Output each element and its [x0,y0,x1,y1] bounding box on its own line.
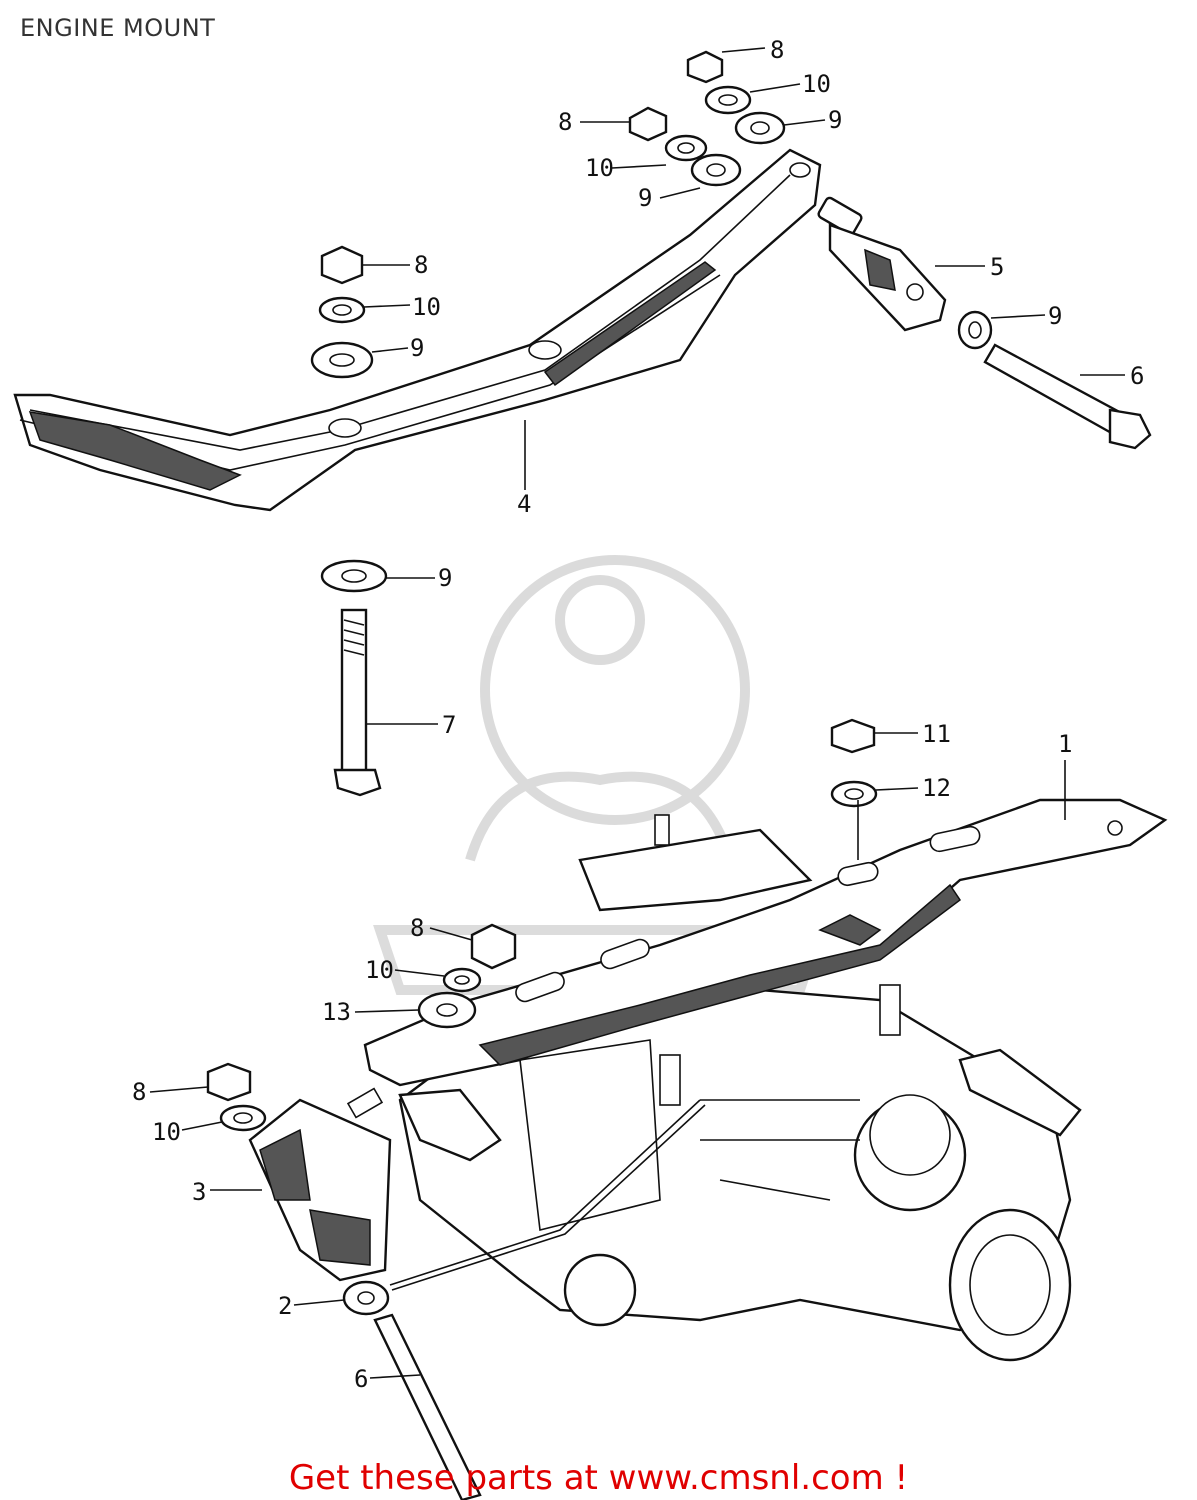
callout-9: 9 [438,564,452,592]
callout-10: 10 [365,956,394,984]
callout-5: 5 [990,253,1004,281]
part-3-rubber-mount [206,1062,706,1500]
callout-10: 10 [412,293,441,321]
callout-12: 12 [922,774,951,802]
callout-8: 8 [414,251,428,279]
watermark-logo [373,555,827,995]
callout-1: 1 [1058,730,1072,758]
lower-bar-fastener-stack [417,923,517,1029]
callout-3: 3 [192,1178,206,1206]
callout-7: 7 [442,711,456,739]
part-1-frame-bar [363,798,1168,1087]
engine-block [398,814,1082,1362]
callout-8: 8 [770,36,784,64]
callout-4: 4 [517,490,531,518]
upper-right-fastener-stack [628,50,786,187]
callout-10: 10 [802,70,831,98]
callout-10: 10 [585,154,614,182]
callout-10: 10 [152,1118,181,1146]
upper-left-fastener-stack [310,245,374,379]
part-7-long-bolt [320,559,388,797]
part-4-frame-bracket [13,148,822,512]
callout-9: 9 [828,106,842,134]
callout-9: 9 [638,184,652,212]
callout-2: 2 [278,1292,292,1320]
part-11-12-nut-washer [830,718,878,808]
callout-9: 9 [410,334,424,362]
callout-8: 8 [558,108,572,136]
callout-leaders [149,47,1125,1379]
callout-8: 8 [410,914,424,942]
callout-11: 11 [922,720,951,748]
callout-8: 8 [132,1078,146,1106]
callout-6: 6 [1130,362,1144,390]
page-title: ENGINE MOUNT [20,14,216,42]
callout-labels: 8 10 9 8 10 9 8 10 9 5 9 6 4 9 7 11 12 1… [132,36,1144,1393]
cmsnl-parts-link[interactable]: Get these parts at www.cmsnl.com ! [288,1458,909,1498]
callout-13: 13 [322,998,351,1026]
callout-6: 6 [354,1365,368,1393]
callout-9: 9 [1048,302,1062,330]
part-5-bracket-and-bolt [817,196,1152,450]
